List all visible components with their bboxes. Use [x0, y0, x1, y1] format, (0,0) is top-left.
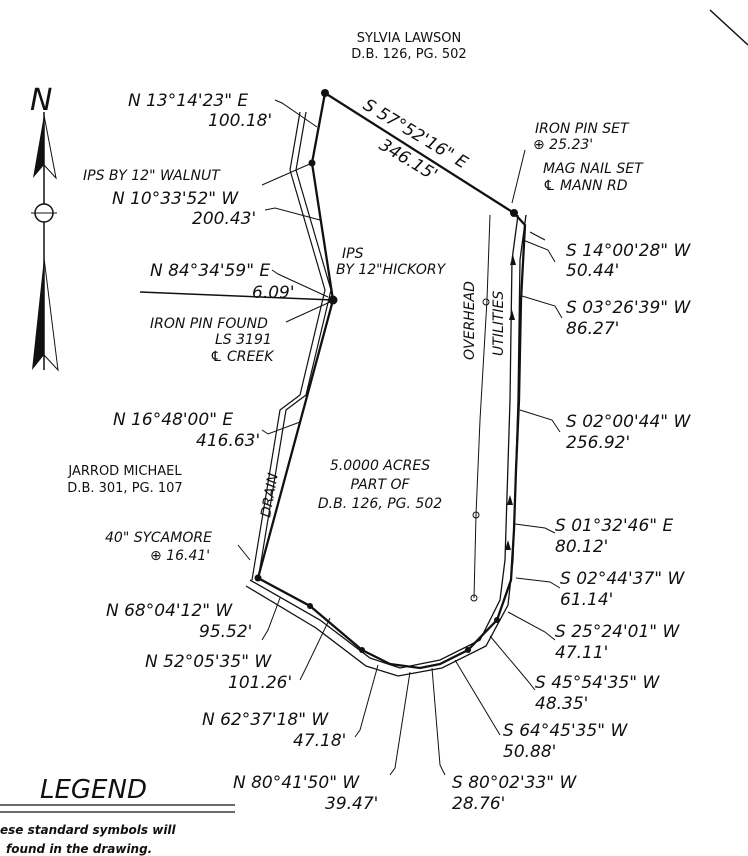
call-bearing: N 62°37'18" W: [202, 710, 329, 730]
call-distance: 47.18': [293, 731, 346, 751]
call-bearing: N 80°41'50" W: [233, 773, 360, 793]
call-bearing: N 16°48'00" E: [113, 410, 233, 430]
call-bearing: N 13°14'23" E: [128, 91, 248, 111]
call-bearing: S 03°26'39" W: [566, 298, 691, 318]
call-distance: 80.12': [555, 537, 608, 557]
legend-line-2: found in the drawing.: [6, 842, 152, 856]
call-distance: 50.88': [503, 742, 556, 762]
boundary-calls: N 13°14'23" E 100.18' N 10°33'52" W 200.…: [106, 91, 691, 814]
call-distance: 101.26': [228, 673, 292, 693]
note-iron-pin-set-distance: ⊕ 25.23': [533, 137, 593, 153]
call-distance: 47.11': [555, 643, 608, 663]
legend-title: LEGEND: [40, 775, 147, 805]
call-distance: 48.35': [535, 694, 588, 714]
call-distance: 86.27': [566, 319, 619, 339]
svg-text:N: N: [30, 83, 52, 118]
call-bearing: S 80°02'33" W: [452, 773, 577, 793]
west-adjoiner-deed: D.B. 301, PG. 107: [67, 481, 182, 496]
call-bearing: N 52°05'35" W: [145, 652, 272, 672]
call-distance: 95.52': [199, 622, 252, 642]
tract-area: 5.0000 ACRES: [330, 458, 430, 474]
north-arrow-icon: N: [30, 83, 59, 372]
call-distance: 416.63': [196, 431, 260, 451]
call-distance: 50.44': [566, 261, 619, 281]
note-creek: ℄ CREEK: [210, 349, 275, 365]
north-adjoiner-deed: D.B. 126, PG. 502: [351, 47, 466, 62]
call-distance: 61.14': [560, 590, 613, 610]
creek-line: [251, 111, 332, 581]
north-adjoiner-name: SYLVIA LAWSON: [357, 31, 462, 46]
border-mark: [709, 9, 748, 46]
call-distance: 28.76': [452, 794, 505, 814]
note-iron-pin-found: IRON PIN FOUND: [150, 316, 268, 332]
note-mag-nail: MAG NAIL SET: [543, 161, 644, 177]
legend-line-1: ese standard symbols will: [0, 823, 177, 837]
call-bearing: S 14°00'28" W: [566, 241, 691, 261]
note-drain: DRAIN: [258, 471, 282, 518]
call-bearing: S 02°44'37" W: [560, 569, 685, 589]
call-bearing: S 45°54'35" W: [535, 673, 660, 693]
note-overhead: OVERHEAD: [462, 281, 478, 360]
note-ips-hickory-2: BY 12"HICKORY: [336, 262, 447, 278]
mann-road-line: [245, 214, 527, 677]
note-ls: LS 3191: [215, 332, 272, 348]
call-bearing: N 68°04'12" W: [106, 601, 233, 621]
call-distance: 100.18': [208, 111, 272, 131]
tract-deed: D.B. 126, PG. 502: [318, 496, 442, 512]
tract-part-of: PART OF: [350, 477, 410, 493]
note-sycamore-distance: ⊕ 16.41': [150, 548, 210, 564]
call-bearing: N 84°34'59" E: [150, 261, 270, 281]
call-bearing: S 01°32'46" E: [555, 516, 673, 536]
tract-boundary: [256, 91, 527, 670]
note-utilities: UTILITIES: [491, 291, 507, 356]
legend: LEGEND ese standard symbols will found i…: [0, 775, 235, 856]
note-mann-rd: ℄ MANN RD: [543, 178, 628, 194]
call-distance: 200.43': [192, 209, 256, 229]
call-bearing: S 64°45'35" W: [503, 721, 628, 741]
overhead-utility-line: [473, 214, 491, 599]
call-bearing: S 25°24'01" W: [555, 622, 680, 642]
west-adjoiner-name: JARROD MICHAEL: [67, 464, 182, 479]
note-ips-walnut: IPS BY 12" WALNUT: [83, 168, 221, 184]
call-bearing: S 02°00'44" W: [566, 412, 691, 432]
call-distance: 6.09': [252, 283, 295, 303]
call-bearing: N 10°33'52" W: [112, 189, 239, 209]
note-sycamore: 40" SYCAMORE: [105, 530, 212, 546]
note-iron-pin-set: IRON PIN SET: [535, 121, 630, 137]
tie-line: [139, 291, 334, 301]
call-distance: 256.92': [566, 433, 630, 453]
note-ips-hickory: IPS: [342, 246, 364, 262]
call-distance: 39.47': [325, 794, 378, 814]
